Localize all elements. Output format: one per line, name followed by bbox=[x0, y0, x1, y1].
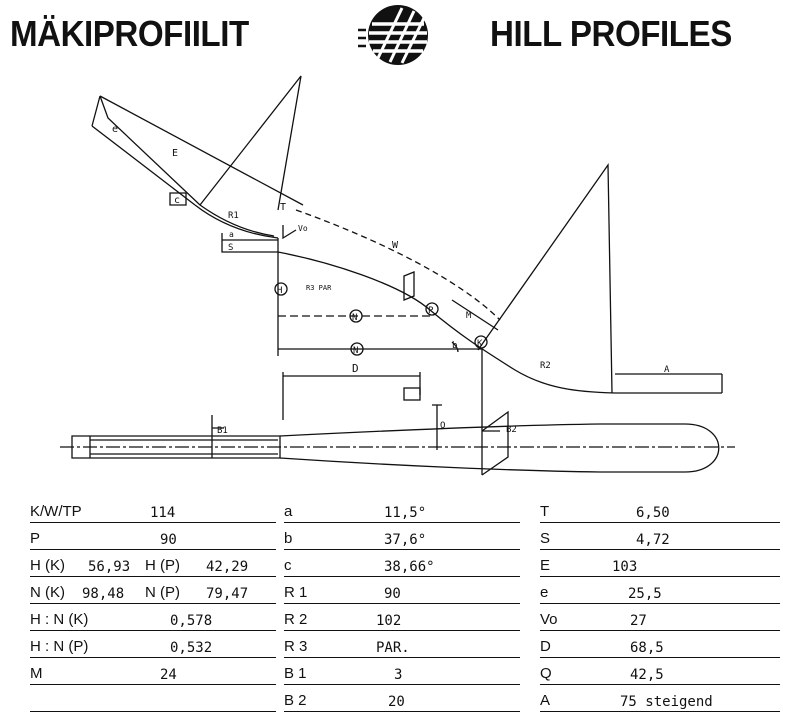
label-D: D bbox=[352, 362, 359, 375]
table-row: B 1 3 bbox=[284, 658, 520, 685]
label-e: e bbox=[112, 124, 118, 135]
table-row: c 38,66° bbox=[284, 550, 520, 577]
label-K: K bbox=[477, 339, 483, 349]
table-row: K/W/TP 114 bbox=[30, 496, 276, 523]
label-N-lower: N bbox=[353, 346, 358, 356]
table-row: E 103 bbox=[540, 550, 780, 577]
table-row: Vo 27 bbox=[540, 604, 780, 631]
label-Vo: Vo bbox=[298, 224, 308, 233]
r1-construction-lines bbox=[199, 75, 302, 211]
inrun-lower-line bbox=[91, 125, 196, 206]
table-row bbox=[30, 685, 276, 712]
table-row: B 2 20 bbox=[284, 685, 520, 712]
inrun-upper-line bbox=[99, 95, 275, 237]
label-R3: R3 PAR bbox=[306, 284, 332, 292]
label-H: H bbox=[277, 286, 282, 296]
label-T: T bbox=[280, 202, 286, 213]
table-row: T 6,50 bbox=[540, 496, 780, 523]
table-row: R 2 102 bbox=[284, 604, 520, 631]
data-table-col-3: T 6,50 S 4,72 E 103 e 25,5 Vo 27 D 68,5 … bbox=[540, 496, 780, 716]
label-R1: R1 bbox=[228, 211, 239, 221]
table-row: A 75 steigend bbox=[540, 685, 780, 712]
landing-profile bbox=[277, 251, 616, 394]
landing-plan-outline bbox=[279, 423, 720, 473]
label-a: a bbox=[229, 230, 234, 239]
table-row: e 25,5 bbox=[540, 577, 780, 604]
label-E: E bbox=[172, 148, 178, 159]
data-table-col-2: a 11,5° b 37,6° c 38,66° R 1 90 R 2 102 … bbox=[284, 496, 520, 716]
label-S: S bbox=[228, 243, 233, 253]
table-row: H : N (P) 0,532 bbox=[30, 631, 276, 658]
label-R2: R2 bbox=[540, 361, 551, 371]
table-row: R 1 90 bbox=[284, 577, 520, 604]
label-W: W bbox=[392, 240, 399, 251]
r2-construction-lines bbox=[477, 162, 613, 394]
label-B1: B1 bbox=[217, 426, 228, 436]
label-M: M bbox=[466, 311, 472, 321]
label-Q: Q bbox=[440, 421, 445, 431]
table-row: H : N (K) 0,578 bbox=[30, 604, 276, 631]
label-N-upper: N bbox=[352, 313, 357, 323]
title-finnish: MÄKIPROFIILIT bbox=[10, 13, 249, 54]
table-row: a 11,5° bbox=[284, 496, 520, 523]
table-row: S 4,72 bbox=[540, 523, 780, 550]
data-table-col-1: K/W/TP 114 P 90 H (K) 56,93 H (P) 42,29 … bbox=[30, 496, 276, 716]
label-P: P bbox=[428, 306, 434, 316]
table-row: D 68,5 bbox=[540, 631, 780, 658]
table-row: N (K) 98,48 N (P) 79,47 bbox=[30, 577, 276, 604]
ski-federation-globe-logo bbox=[358, 5, 428, 65]
table-row: b 37,6° bbox=[284, 523, 520, 550]
hill-profile-diagram: e E c R1 T a S Vo W H R3 PAR N N P M b K… bbox=[60, 5, 735, 476]
table-row: R 3 PAR. bbox=[284, 631, 520, 658]
table-row: Q 42,5 bbox=[540, 658, 780, 685]
label-B2: B2 bbox=[506, 425, 517, 435]
label-A: A bbox=[664, 365, 670, 375]
label-c: c bbox=[174, 195, 180, 206]
title-english: HILL PROFILES bbox=[490, 13, 732, 54]
table-row: H (K) 56,93 H (P) 42,29 bbox=[30, 550, 276, 577]
table-row: M 24 bbox=[30, 658, 276, 685]
label-b: b bbox=[452, 341, 457, 351]
table-row: P 90 bbox=[30, 523, 276, 550]
